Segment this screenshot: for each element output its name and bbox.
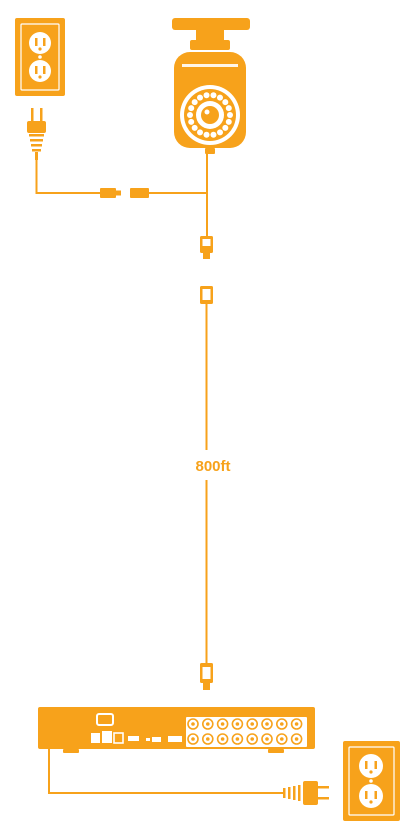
bnc-port-pin xyxy=(220,737,225,741)
camera-video-connector xyxy=(200,236,213,259)
bnc-port-pin xyxy=(206,737,210,741)
bnc-port-pin xyxy=(280,737,284,741)
ir-led xyxy=(222,99,229,106)
bnc-input-port xyxy=(290,733,303,745)
ir-led xyxy=(217,129,223,136)
ir-led xyxy=(222,124,229,131)
power-cable-connector xyxy=(100,188,149,198)
bnc-port-pin xyxy=(280,722,284,726)
bnc-input-port xyxy=(216,718,229,730)
bnc-input-port xyxy=(202,718,214,730)
ir-led xyxy=(191,124,198,131)
bnc-input-port xyxy=(261,733,273,745)
ir-led xyxy=(187,112,193,118)
ir-led xyxy=(210,131,217,138)
top-wall-outlet-icon xyxy=(15,18,65,96)
ir-led xyxy=(227,112,233,118)
ir-led xyxy=(210,92,217,99)
ir-led xyxy=(203,131,210,138)
ir-led xyxy=(188,105,195,112)
ir-led xyxy=(203,92,210,99)
bottom-wall-outlet-icon xyxy=(343,741,400,821)
bnc-port-pin xyxy=(191,722,195,726)
camera-power-plug-icon xyxy=(27,108,46,160)
ir-led xyxy=(225,118,232,125)
extension-cable-top-connector xyxy=(200,286,213,304)
bnc-port-pin xyxy=(250,737,254,741)
bnc-port-pin xyxy=(294,737,299,741)
bnc-input-port xyxy=(275,718,288,730)
bnc-port-pin xyxy=(265,722,269,726)
cable-length-label: 800ft xyxy=(195,458,230,475)
bnc-input-port xyxy=(202,733,214,745)
bnc-input-port xyxy=(261,718,273,730)
bnc-input-port xyxy=(246,718,258,730)
bnc-port-pin xyxy=(220,722,225,726)
ir-led xyxy=(217,94,223,101)
bnc-port-pin xyxy=(294,722,299,726)
bnc-input-port xyxy=(231,733,244,745)
bnc-input-port xyxy=(187,718,199,730)
ir-led xyxy=(197,94,203,101)
security-camera-icon xyxy=(172,18,250,154)
camera-power-cable xyxy=(35,160,207,194)
bnc-port-pin xyxy=(265,737,269,741)
bnc-input-port xyxy=(275,733,288,745)
bnc-port-pin xyxy=(250,722,254,726)
bnc-port-pin xyxy=(191,737,195,741)
bnc-input-port xyxy=(290,718,303,730)
dvr-power-plug-icon xyxy=(283,781,329,805)
ir-led xyxy=(197,129,203,136)
bnc-input-port xyxy=(187,733,199,745)
bnc-port-pin xyxy=(206,722,210,726)
ir-led xyxy=(225,105,232,112)
ir-led xyxy=(191,99,198,106)
bnc-port-pin xyxy=(235,737,240,741)
extension-cable-bottom-connector xyxy=(200,663,213,690)
dvr-recorder-icon xyxy=(38,707,315,753)
ir-led xyxy=(188,118,195,125)
bnc-input-port xyxy=(231,718,244,730)
bnc-input-port xyxy=(246,733,258,745)
dvr-power-cable xyxy=(48,749,283,794)
bnc-input-port xyxy=(216,733,229,745)
bnc-port-pin xyxy=(235,722,240,726)
